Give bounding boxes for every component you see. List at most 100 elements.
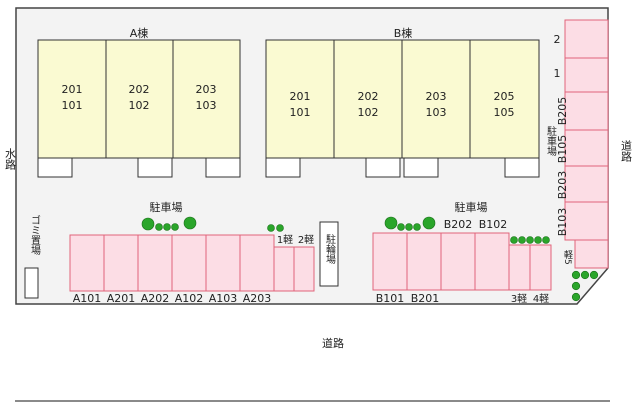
shrub (267, 224, 275, 232)
east-road-label: 道路 (620, 139, 633, 163)
building-b-unit-1 (265, 39, 335, 159)
east-space-label-b205: B205 (556, 97, 569, 126)
east-space-label-b105: B105 (556, 135, 569, 164)
building-a-porch (205, 157, 241, 178)
parking-label-kei-1: 1軽 (277, 234, 293, 246)
parking-space-a103 (205, 234, 241, 292)
parking-space-b101 (372, 232, 408, 291)
parking-space-b203 (564, 165, 609, 203)
parking-label-kei-2: 2軽 (298, 234, 314, 246)
parking-space-b201 (406, 232, 442, 291)
west-waterway-label: 水路 (4, 148, 17, 171)
shrub (510, 236, 518, 244)
building-a-porch (137, 157, 173, 178)
shrub (534, 236, 542, 244)
parking-space-kei-3 (508, 244, 531, 291)
building-b-room-101: 101 (290, 106, 311, 119)
building-b-name: B棟 (394, 26, 413, 40)
building-a-unit-1 (37, 39, 107, 159)
trees (141, 216, 599, 302)
parking-space-kei-1 (273, 246, 295, 292)
right-parking: 駐車場 B202 B102 B101 B201 3軽 4軽 (372, 200, 552, 305)
building-b-room-201: 201 (290, 90, 311, 103)
parking-label-b202: B202 (444, 218, 473, 231)
parking-space-a203 (239, 234, 275, 292)
east-space-label-1: 1 (554, 67, 561, 80)
shrub (397, 223, 405, 231)
building-b: B棟 201 101 202 102 203 103 205 105 (265, 26, 540, 178)
south-road-label: 道路 (322, 336, 344, 350)
shrub (276, 224, 284, 232)
building-b-room-103: 103 (426, 106, 447, 119)
parking-space-b202 (440, 232, 476, 291)
left-parking-label: 駐車場 (150, 200, 183, 214)
parking-label-a201: A201 (107, 292, 136, 305)
parking-space-a102 (171, 234, 207, 292)
parking-space-b103 (564, 201, 609, 241)
garbage-station (24, 267, 39, 299)
building-b-room-105: 105 (494, 106, 515, 119)
building-b-unit-2 (333, 39, 403, 159)
parking-space-kei-5 (574, 239, 609, 269)
building-a-porch (37, 157, 73, 178)
east-space-label-b203: B203 (556, 171, 569, 200)
parking-label-a103: A103 (209, 292, 238, 305)
parking-space-b102 (474, 232, 510, 291)
shrub (571, 281, 581, 291)
parking-label-b102: B102 (479, 218, 508, 231)
parking-label-a202: A202 (141, 292, 170, 305)
east-parking: 2 1 駐車場 B205 B105 B203 B103 軽5 (545, 19, 609, 269)
shrub (580, 270, 590, 280)
building-b-unit-4 (469, 39, 540, 159)
parking-space-b205 (564, 91, 609, 131)
parking-label-kei-3: 3軽 (511, 293, 527, 305)
shrub (155, 223, 163, 231)
parking-space-2 (564, 19, 609, 59)
parking-label-b101: B101 (376, 292, 405, 305)
parking-space-kei-4 (529, 244, 552, 291)
east-parking-label: 駐車場 (545, 125, 557, 157)
parking-space-a201 (103, 234, 139, 292)
shrub (589, 270, 599, 280)
parking-space-kei-2 (293, 246, 315, 292)
bicycle-parking-label: 駐輪場 (324, 233, 336, 265)
parking-space-b105 (564, 129, 609, 167)
building-b-unit-3 (401, 39, 471, 159)
tree (183, 216, 197, 230)
east-space-label-kei5: 軽5 (562, 250, 573, 265)
building-b-room-202: 202 (358, 90, 379, 103)
building-a-room-203: 203 (196, 83, 217, 96)
shrub (518, 236, 526, 244)
parking-label-kei-4: 4軽 (533, 293, 549, 305)
shrub (413, 223, 421, 231)
right-parking-label: 駐車場 (455, 200, 488, 214)
building-b-porch (403, 157, 439, 178)
bicycle-parking (319, 221, 339, 287)
shrub (571, 292, 581, 302)
shrub (163, 223, 171, 231)
parking-space-a202 (137, 234, 173, 292)
parking-space-a101 (69, 234, 105, 292)
parking-label-a102: A102 (175, 292, 204, 305)
left-parking: 駐車場 A101 A201 A202 A102 A103 A203 1軽 2軽 (69, 200, 315, 305)
shrub (571, 270, 581, 280)
building-a-room-201: 201 (62, 83, 83, 96)
shrub (542, 236, 550, 244)
parking-label-a203: A203 (243, 292, 272, 305)
tree (422, 216, 436, 230)
shrub (405, 223, 413, 231)
parking-label-a101: A101 (73, 292, 102, 305)
building-a-room-202: 202 (129, 83, 150, 96)
building-a: A棟 201 101 202 102 203 103 (37, 26, 241, 178)
tree (141, 217, 155, 231)
building-b-porch (365, 157, 401, 178)
parking-label-b201: B201 (411, 292, 440, 305)
building-a-name: A棟 (130, 26, 149, 40)
building-a-unit-3 (172, 39, 241, 159)
shrub (171, 223, 179, 231)
building-b-porch (265, 157, 301, 178)
building-a-room-102: 102 (129, 99, 150, 112)
shrub (526, 236, 534, 244)
east-space-label-2: 2 (554, 33, 561, 46)
